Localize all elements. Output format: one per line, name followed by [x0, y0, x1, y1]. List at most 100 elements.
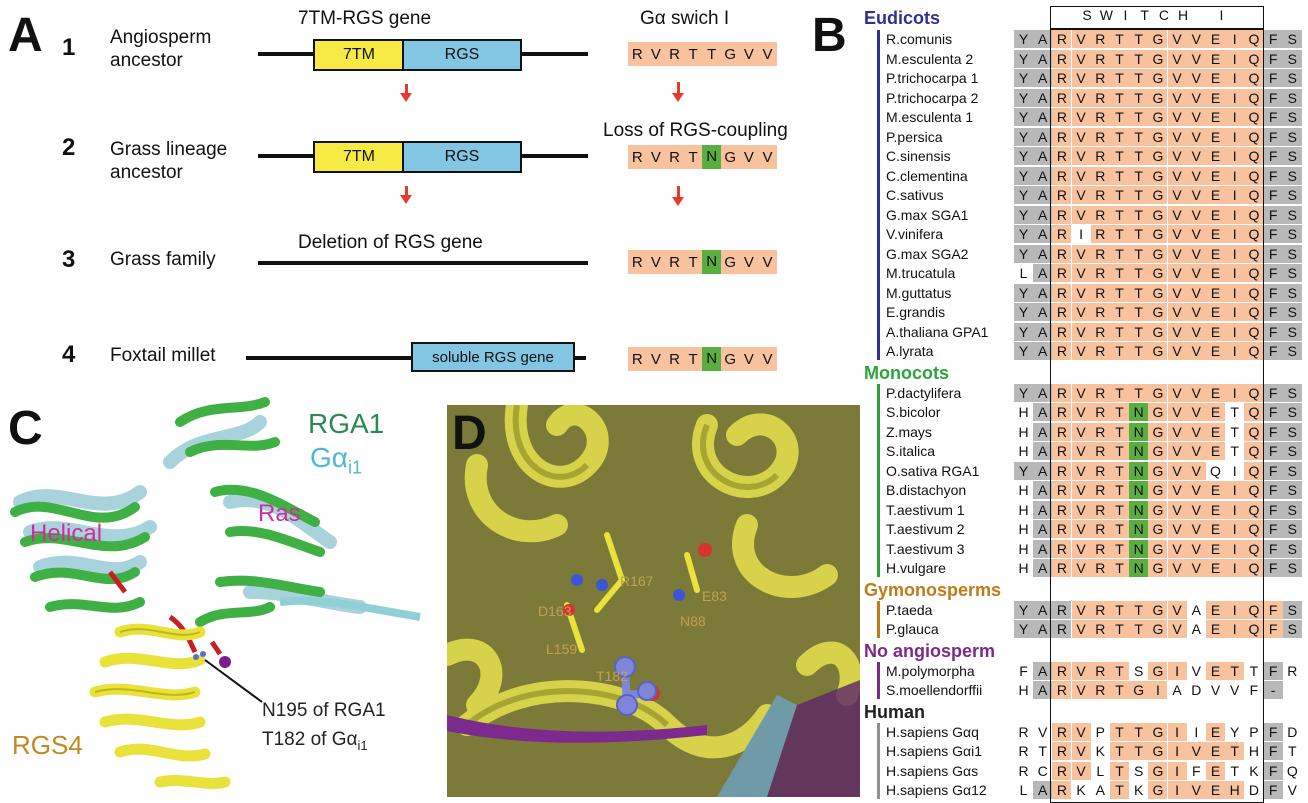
alignment-cell: V	[1186, 283, 1206, 302]
alignment-cell: T	[1129, 225, 1149, 243]
alignment-cell: T	[1110, 442, 1129, 460]
alignment-cell: S	[1282, 147, 1302, 165]
alignment-cell: R	[1090, 620, 1110, 638]
alignment-cell: Q	[1244, 205, 1264, 224]
switch-letter: I	[1219, 7, 1224, 23]
alignment-cell: T	[1110, 722, 1129, 741]
alignment-cell: N	[1129, 539, 1149, 558]
alignment-cell: Q	[1244, 403, 1264, 421]
alignment-cell: S	[1282, 303, 1302, 321]
species-name: P.dactylifera	[886, 384, 962, 401]
alignment-cell: R	[1090, 166, 1110, 185]
gene-header: 7TM-RGS gene	[298, 8, 432, 29]
alignment-cell: V	[1186, 342, 1206, 360]
alignment-cell: R	[1052, 322, 1072, 341]
alignment-cell: T	[1129, 205, 1149, 224]
alignment-cell: R	[1052, 147, 1072, 165]
alignment-cell	[1283, 681, 1302, 699]
alignment-cell: F	[1249, 682, 1259, 698]
alignment-cell: V	[1186, 264, 1206, 282]
alignment-cell: T	[1129, 722, 1149, 741]
alignment-cell: A	[1033, 620, 1053, 638]
species-name: P.persica	[886, 128, 943, 145]
alignment-cell: A	[1033, 681, 1053, 699]
alignment-cell: R	[1090, 681, 1110, 699]
gai1-label: Gαi1	[310, 442, 362, 479]
alignment-cell: R	[1052, 205, 1072, 224]
alignment-cell: R	[1090, 322, 1110, 341]
alignment-cell: T	[1110, 500, 1129, 519]
alignment-cell: E	[1206, 781, 1225, 799]
alignment-cell: Y	[1014, 88, 1033, 107]
alignment-cell: E	[1206, 342, 1225, 360]
alignment-cell: R	[1052, 442, 1072, 460]
alignment-cell: A	[1191, 621, 1201, 637]
alignment-cell: G	[1148, 147, 1168, 165]
alignment-cell: F	[1263, 661, 1283, 680]
alignment-cell: V	[1071, 722, 1091, 741]
alignment-cell: V	[1186, 422, 1206, 441]
alignment-cell: Y	[1014, 461, 1033, 480]
alignment-cell: V	[1167, 264, 1187, 282]
alignment-cell: T	[1129, 69, 1149, 87]
loss-caption: Loss of RGS-coupling	[603, 120, 788, 141]
species-name: P.trichocarpa 1	[886, 70, 979, 86]
alignment-cell: T	[1249, 662, 1259, 679]
alignment-cell: T	[1110, 461, 1129, 480]
alignment-cell: T	[1129, 30, 1149, 48]
residue: V	[743, 253, 754, 271]
n195-label: N195 of RGA1	[262, 700, 386, 721]
alignment-cell: R	[1090, 539, 1110, 558]
step-2-number: 2	[62, 134, 76, 161]
alignment-cell: Q	[1244, 520, 1264, 538]
alignment-cell: C	[1037, 762, 1048, 779]
alignment-cell: V	[1167, 283, 1187, 302]
alignment-cell: G	[1148, 781, 1168, 799]
group-bar	[877, 722, 880, 799]
species-name: H.sapiens Gαq	[886, 723, 979, 740]
alignment-cell: E	[1206, 264, 1225, 282]
residue: V	[762, 350, 773, 368]
alignment-cell: T	[1129, 742, 1149, 760]
alignment-cell: R	[1090, 520, 1110, 538]
alignment-cell: V	[1186, 186, 1206, 204]
panel-letter-b: B	[812, 9, 847, 62]
group-heading: No angiosperm	[864, 640, 996, 661]
alignment-cell: F	[1263, 742, 1283, 760]
residue: R	[631, 148, 643, 166]
alignment-cell: Q	[1244, 264, 1264, 282]
panel-letter-c: C	[8, 402, 43, 455]
alignment-cell: S	[1282, 244, 1302, 263]
alignment-cell: I	[1225, 283, 1245, 302]
alignment-cell: R	[1090, 403, 1110, 421]
alignment-cell: I	[1167, 722, 1187, 741]
alignment-cell: G	[1148, 481, 1168, 499]
alignment-cell: G	[1148, 520, 1168, 538]
alignment-cell: R	[1052, 661, 1072, 680]
alignment-cell: F	[1263, 166, 1283, 185]
alignment-cell: E	[1206, 383, 1225, 402]
alignment-cell: R	[1090, 147, 1110, 165]
alignment-cell: V	[1167, 442, 1187, 460]
alignment-cell: I	[1194, 723, 1199, 740]
alignment-cell: I	[1225, 303, 1245, 321]
rga1-structure-image	[10, 397, 421, 789]
alignment-cell: V	[1186, 244, 1206, 263]
l159-label: L159	[546, 641, 578, 657]
alignment-cell: T	[1225, 661, 1245, 680]
residue: R	[669, 45, 680, 63]
alignment-cell: V	[1071, 303, 1091, 321]
alignment-cell: R	[1090, 461, 1110, 480]
species-name: C.sativus	[886, 187, 944, 203]
alignment-cell: S	[1282, 539, 1302, 558]
alignment-cell: F	[1263, 781, 1283, 799]
alignment-cell: E	[1206, 303, 1225, 321]
step-1-label: Angiosperm ancestor	[110, 26, 211, 72]
alignment-cell: I	[1232, 462, 1237, 479]
alignment-cell: G	[1148, 166, 1168, 185]
alignment-cell: R	[1052, 722, 1072, 741]
ras-label: Ras	[258, 500, 301, 527]
alignment-cell: K	[1076, 782, 1086, 798]
alignment-cell: V	[1071, 147, 1091, 165]
alignment-cell: Y	[1014, 322, 1033, 341]
